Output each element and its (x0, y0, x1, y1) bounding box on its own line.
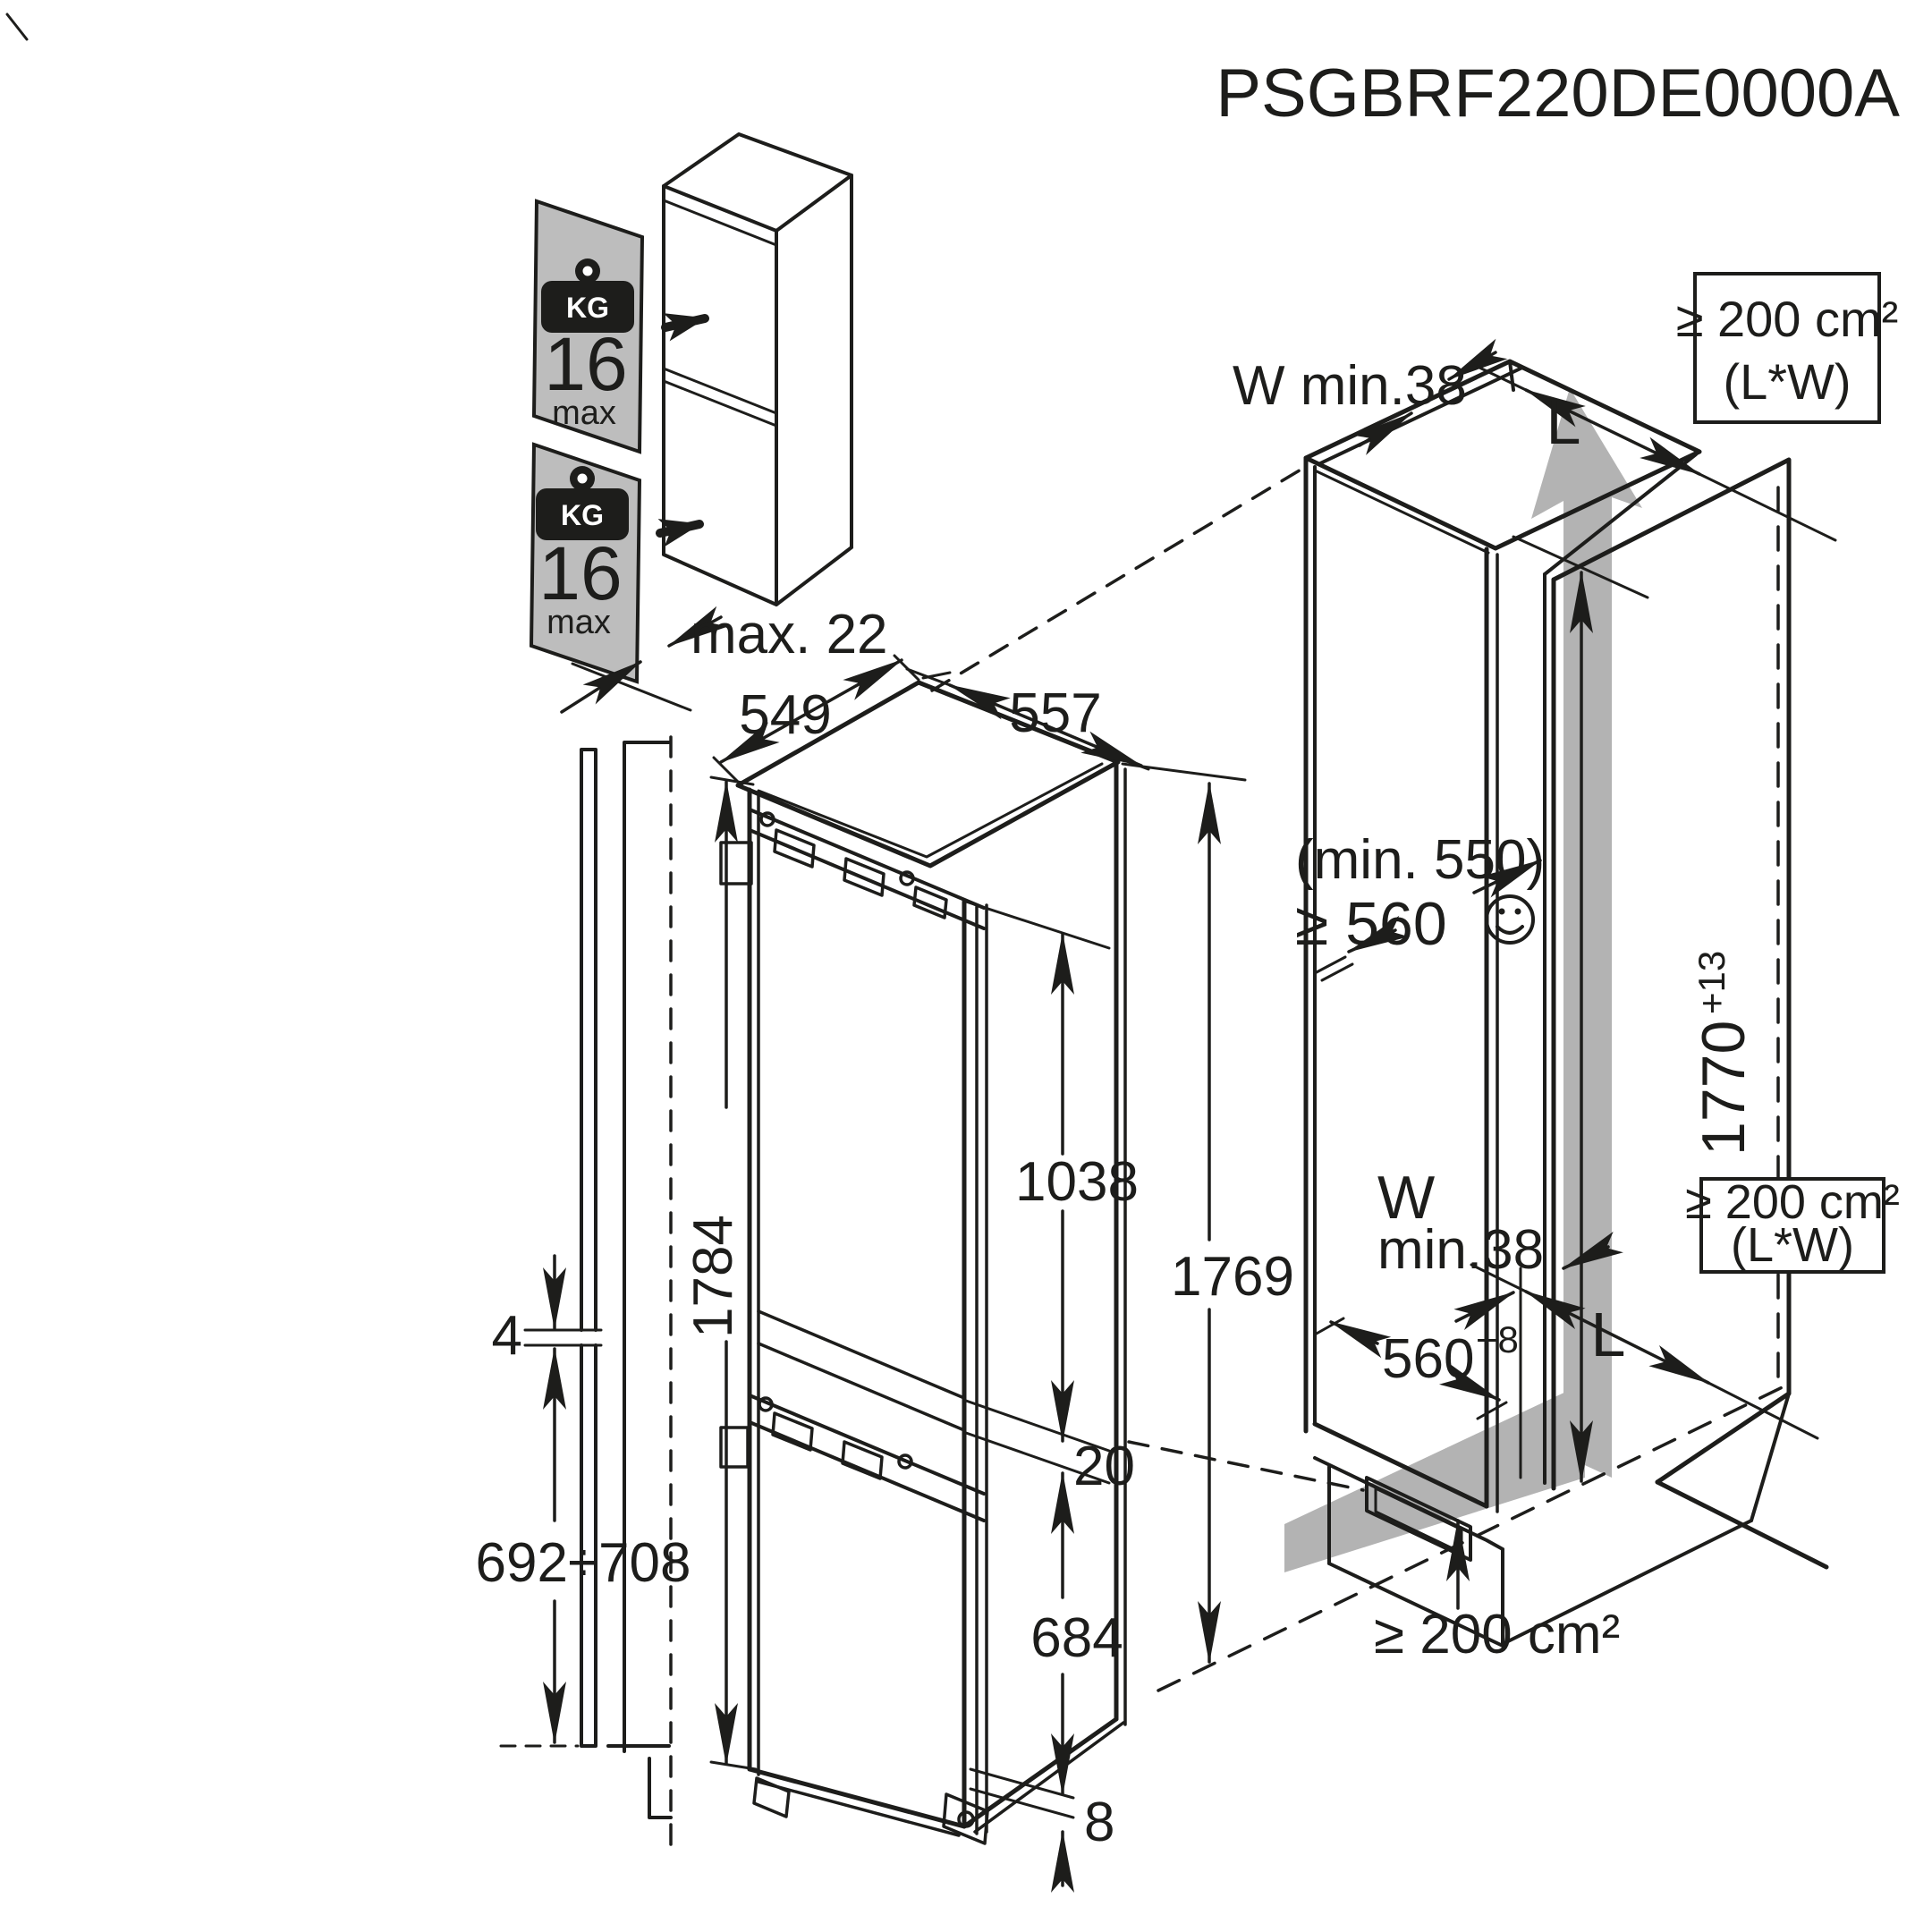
upper-door-height-label: 1038 (1015, 1151, 1139, 1213)
appliance-door-section (606, 741, 673, 1819)
mount-arrow-lower (656, 519, 704, 547)
airflow-arrows (1284, 388, 1642, 1572)
svg-text:(L*W): (L*W) (1731, 1218, 1854, 1272)
top-length-label: L (1546, 387, 1581, 457)
svg-text:(L*W): (L*W) (1723, 353, 1851, 410)
door-gap20-label: 20 (1073, 1436, 1135, 1497)
model-code: PSGBRF220DE0000A (1216, 55, 1900, 131)
top-depth-label: 557 (1009, 682, 1101, 744)
bottom-length-label: L (1591, 1300, 1626, 1369)
furniture-door-section (580, 748, 597, 1748)
topL-line (1524, 388, 1701, 476)
niche-width-tolerance: +8 (1476, 1318, 1519, 1360)
mini-fridge-details (662, 199, 778, 428)
plinth-vent-outer (1365, 1476, 1472, 1562)
lower-panel-weight: 16 (538, 531, 622, 615)
depth-arrow-b (1472, 859, 1542, 898)
mini-fridge-top (662, 132, 853, 233)
width-arrow-b (1438, 1363, 1501, 1402)
smiley-icon (1485, 894, 1535, 945)
panel-thickness-arrow-a (667, 606, 728, 648)
width-arrow-a (1329, 1320, 1392, 1359)
appliance-dimensions-figure: 549 557 1784 1038 20 684 8 1769 (682, 654, 1294, 1893)
appliance-vertical-edges2 (757, 767, 1127, 1835)
door-gap-label: 4 (492, 1305, 522, 1367)
top-vent-area-box: ≥ 200 cm² (L*W) (1676, 272, 1899, 424)
middle-hinge-mechanism (719, 1394, 986, 1522)
side-view-figure: 4 692÷708 (476, 735, 691, 1852)
dim557-line (948, 683, 1143, 767)
bottom-vent-label: ≥ 200 cm² (1374, 1604, 1620, 1665)
depth-ticks (1313, 955, 1354, 982)
depth-note-label: (min. 550) (1295, 829, 1545, 891)
niche-figure: W min.38 ≥ 200 cm² (L*W) L (min. 550) ≥ … (1233, 272, 1900, 1665)
appliance-top-rim (757, 762, 1104, 859)
dim1038-tick (964, 900, 1111, 950)
top-clearance-label: W min.38 (1233, 355, 1467, 417)
top-hinge-mechanism (719, 808, 986, 930)
upper-panel-weight: 16 (544, 322, 627, 406)
upper-panel-max: max (552, 394, 616, 432)
mount-arrow-upper (661, 313, 709, 342)
dim549-line (719, 658, 903, 764)
niche-width-label: 560 (1382, 1328, 1474, 1390)
bottomL-extensions (1470, 1263, 1819, 1440)
dim20-ticks (964, 1399, 1111, 1485)
niche-height-label: 1770 (1690, 1021, 1758, 1156)
kg-weight-icon: KG (541, 258, 634, 333)
height-left-label: 1784 (682, 1215, 744, 1338)
appliance-vertical-edges (747, 762, 1119, 1829)
door-panel-weight-figure: KG 16 max KG 16 max max. 22 (529, 132, 888, 714)
niche-ceiling-edge (1313, 469, 1490, 555)
lower-panel-range-label: 692÷708 (476, 1532, 691, 1594)
lower-door-height-label: 684 (1030, 1607, 1123, 1669)
svg-text:≥ 200 cm²: ≥ 200 cm² (1676, 291, 1899, 347)
top-clearance-arrow-a (1353, 411, 1413, 455)
rear-vent-area-box: ≥ 200 cm² (L*W) (1685, 1175, 1900, 1274)
lower-door-panel: KG 16 max (529, 442, 642, 684)
svg-text:KG: KG (561, 499, 604, 531)
panel-thickness-label: max. 22 (691, 604, 888, 665)
topL-extensions (1476, 365, 1837, 542)
door-split-lines (757, 1309, 966, 1432)
top-width-label: 549 (739, 684, 831, 746)
kg-weight-icon: KG (536, 466, 629, 540)
svg-text:KG: KG (566, 292, 609, 324)
niche-floor-front (1312, 1421, 1489, 1509)
top-clearance-arrow-b (1447, 338, 1508, 381)
depth-min-label: ≥ 560 (1295, 890, 1447, 958)
lower-panel-max: max (547, 604, 611, 641)
side-clearance-arrow-a (1453, 1291, 1515, 1331)
height-right-label: 1769 (1171, 1246, 1294, 1308)
corner-artifact (5, 13, 29, 41)
dim8-ticks (969, 1767, 1075, 1819)
bottom-clearance-label: 8 (1084, 1792, 1114, 1853)
niche-height-tolerance: +13 (1690, 951, 1733, 1014)
niche-top-rail (1317, 360, 1524, 466)
panel-thickness-arrow-b (560, 660, 642, 714)
gap-ticks (523, 1328, 603, 1347)
dim1769-tick (1121, 762, 1247, 782)
appliance-bottom-edges2 (757, 1721, 1125, 1837)
side-clearance-w: W (1377, 1164, 1435, 1232)
depth-arrow-a (1347, 915, 1410, 953)
svg-text:≥ 200 cm²: ≥ 200 cm² (1685, 1175, 1900, 1229)
airflow-inlet-band (1284, 1383, 1585, 1572)
height-top-tick (1512, 535, 1649, 599)
appliance-feet (752, 1776, 989, 1845)
bottomL-line (1524, 1290, 1710, 1385)
mini-fridge-body (662, 174, 853, 606)
width-ticks (1313, 1317, 1508, 1420)
side-clearance-value: min.38 (1377, 1219, 1544, 1281)
base-rear-edges (1501, 1392, 1791, 1646)
foot-bolt (957, 1810, 975, 1828)
upper-door-panel: KG 16 max (531, 199, 645, 454)
appliance-bottom-edges (747, 1716, 1119, 1829)
side-clearance-arrow-b (1562, 1231, 1623, 1270)
